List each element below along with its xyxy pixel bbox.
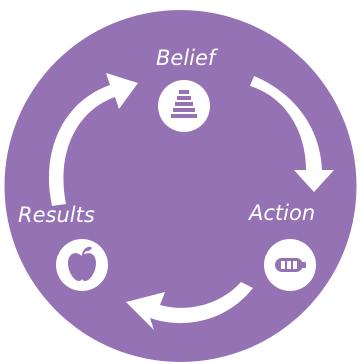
arrow-belief-to-action bbox=[250, 76, 334, 192]
apple-icon bbox=[56, 239, 108, 291]
arrow-results-to-belief bbox=[48, 73, 138, 206]
arrow-action-to-results bbox=[126, 282, 253, 330]
battery-icon bbox=[264, 239, 316, 291]
node-label-results: Results bbox=[18, 203, 95, 227]
stacked-bars-pyramid-icon bbox=[158, 80, 210, 132]
node-label-action: Action bbox=[249, 201, 316, 225]
node-label-belief: Belief bbox=[156, 46, 216, 70]
